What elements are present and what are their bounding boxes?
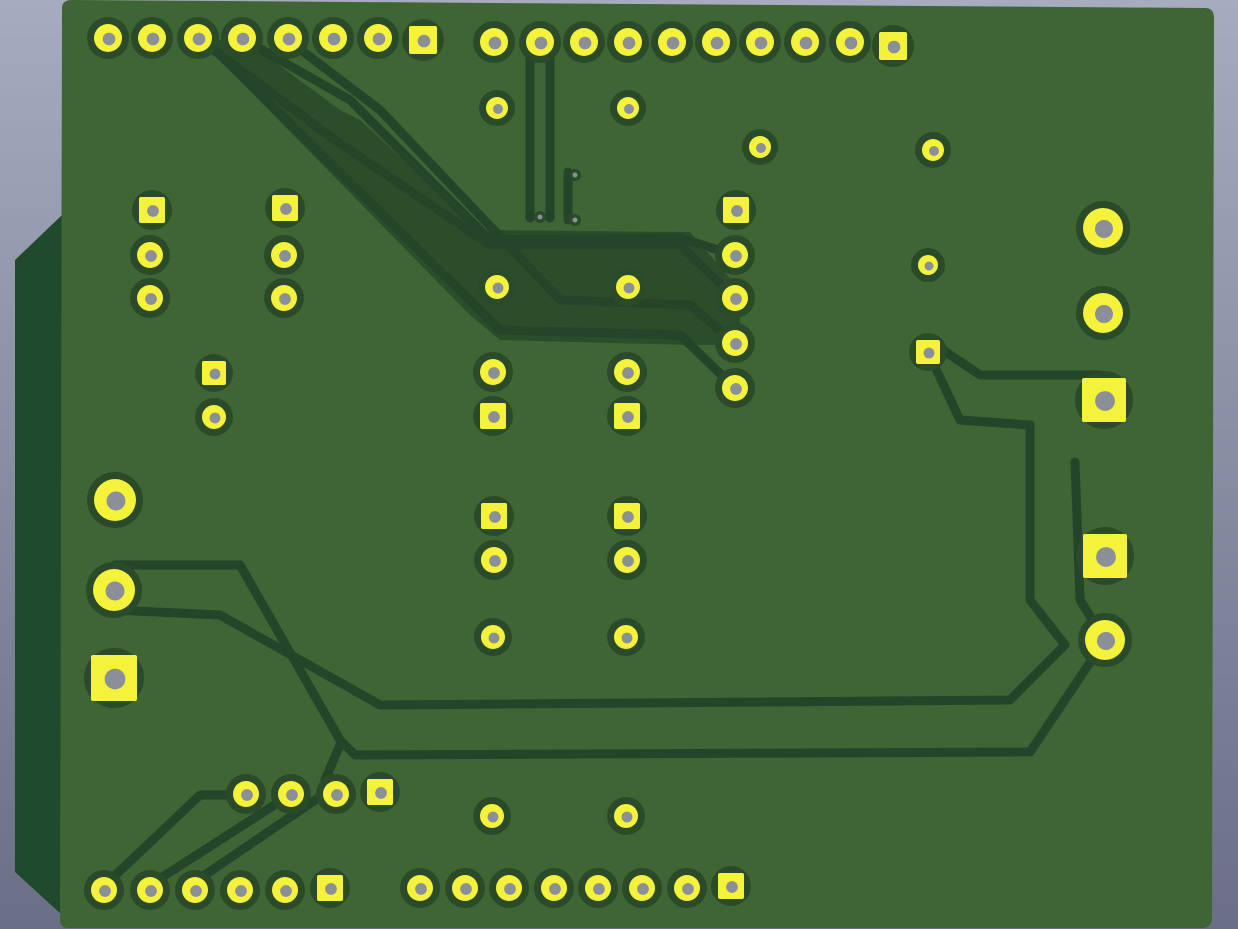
pad-4pin-1 xyxy=(226,774,266,814)
trace-bottom-route-b xyxy=(320,740,345,785)
pad-header-bottom-right-1 xyxy=(400,868,440,908)
pad-terminal-right-a-2 xyxy=(1076,286,1130,340)
pad-conn-b-3 xyxy=(264,278,304,318)
pad-header-bottom-right-4 xyxy=(534,868,574,908)
pad-header-top-left-3 xyxy=(177,17,219,59)
pad-small-right xyxy=(909,333,947,371)
trace-header-bus-c xyxy=(283,35,740,348)
trace-header-bus-d xyxy=(200,35,740,393)
pad-conn-right-1 xyxy=(716,190,756,230)
pad-4pin-4 xyxy=(360,772,400,812)
pad-terminal-left-2 xyxy=(86,562,142,618)
pad-small-2pin-2 xyxy=(195,398,233,436)
pad-header-bottom-right-8 xyxy=(711,866,751,906)
trace-bottom-route xyxy=(110,560,1110,760)
pad-res-g-1 xyxy=(474,618,512,656)
pad-res-a-1 xyxy=(478,268,516,306)
pad-res-h-1 xyxy=(607,618,645,656)
pad-conn-right-3 xyxy=(715,278,755,318)
pad-misc-a xyxy=(479,90,515,126)
pad-header-top-left-8 xyxy=(402,19,444,61)
pad-misc-b xyxy=(610,90,646,126)
pad-header-bottom-left-4 xyxy=(220,870,260,910)
pad-res-d-2 xyxy=(607,396,647,436)
pad-conn-right-5 xyxy=(715,368,755,408)
pad-header-bottom-right-2 xyxy=(445,868,485,908)
pad-header-bottom-right-5 xyxy=(578,868,618,908)
pad-header-bottom-left-3 xyxy=(175,870,215,910)
via-2 xyxy=(569,214,581,226)
via-1 xyxy=(534,211,546,223)
trace-bottom-left-b xyxy=(145,790,295,890)
pad-header-top-right-7 xyxy=(739,21,781,63)
pad-res-c-2 xyxy=(473,396,513,436)
pad-header-top-left-1 xyxy=(87,17,129,59)
trace-terminal-route xyxy=(110,347,1070,710)
board-side-edge xyxy=(15,215,62,915)
pad-misc-d xyxy=(915,132,951,168)
pad-header-top-right-8 xyxy=(784,21,826,63)
pad-header-top-left-7 xyxy=(357,17,399,59)
copper-pour-shadow xyxy=(200,40,740,345)
pad-header-bottom-right-6 xyxy=(622,868,662,908)
pad-conn-right-4 xyxy=(715,323,755,363)
pad-header-bottom-right-7 xyxy=(667,868,707,908)
pad-header-bottom-left-5 xyxy=(265,870,305,910)
pad-header-top-right-9 xyxy=(829,21,871,63)
pad-conn-b-2 xyxy=(264,235,304,275)
pad-conn-right-2 xyxy=(715,235,755,275)
board-body xyxy=(60,0,1214,928)
pad-header-top-left-5 xyxy=(267,17,309,59)
pad-terminal-right-a-1 xyxy=(1076,201,1130,255)
pad-conn-b-1 xyxy=(265,188,305,228)
pad-header-top-left-4 xyxy=(221,17,263,59)
pad-header-top-left-6 xyxy=(312,17,354,59)
pad-header-bottom-right-3 xyxy=(489,868,529,908)
pad-terminal-right-b-1 xyxy=(1076,527,1134,585)
pad-misc-e xyxy=(911,248,945,282)
pad-res-f-2 xyxy=(607,540,647,580)
pad-conn-a-3 xyxy=(130,278,170,318)
via-3 xyxy=(569,169,581,181)
pad-terminal-right-b-2 xyxy=(1078,613,1132,667)
pad-header-top-right-3 xyxy=(563,21,605,63)
pad-4pin-3 xyxy=(316,774,356,814)
pad-header-bottom-left-2 xyxy=(130,870,170,910)
pad-4pin-2 xyxy=(271,774,311,814)
pad-header-top-left-2 xyxy=(131,17,173,59)
pad-header-top-right-4 xyxy=(607,21,649,63)
pad-small-2pin-1 xyxy=(195,354,233,392)
pad-terminal-left-1 xyxy=(87,472,143,528)
pad-header-bottom-left-1 xyxy=(84,870,124,910)
pad-res-d-1 xyxy=(607,352,647,392)
pad-conn-a-2 xyxy=(130,235,170,275)
pad-res-e-2 xyxy=(474,540,514,580)
pad-header-top-right-5 xyxy=(651,21,693,63)
pad-terminal-left-3 xyxy=(84,648,144,708)
pad-terminal-right-a-3 xyxy=(1075,371,1133,429)
pad-header-top-right-6 xyxy=(695,21,737,63)
pad-header-bottom-left-6 xyxy=(310,868,350,908)
pad-header-top-right-2 xyxy=(519,21,561,63)
pad-res-j-1 xyxy=(607,797,645,835)
pad-res-e-1 xyxy=(474,496,514,536)
pad-res-b-1 xyxy=(609,268,647,306)
pad-header-top-right-10 xyxy=(872,25,914,67)
pad-conn-a-1 xyxy=(132,190,172,230)
pad-res-f-1 xyxy=(607,496,647,536)
pad-res-i-1 xyxy=(473,797,511,835)
pad-res-c-1 xyxy=(473,352,513,392)
pad-header-top-right-1 xyxy=(473,21,515,63)
trace-header-bus-b xyxy=(240,35,740,260)
trace-header-bus-a xyxy=(195,35,740,303)
pads-layer xyxy=(84,17,1134,910)
pad-misc-c xyxy=(742,129,778,165)
